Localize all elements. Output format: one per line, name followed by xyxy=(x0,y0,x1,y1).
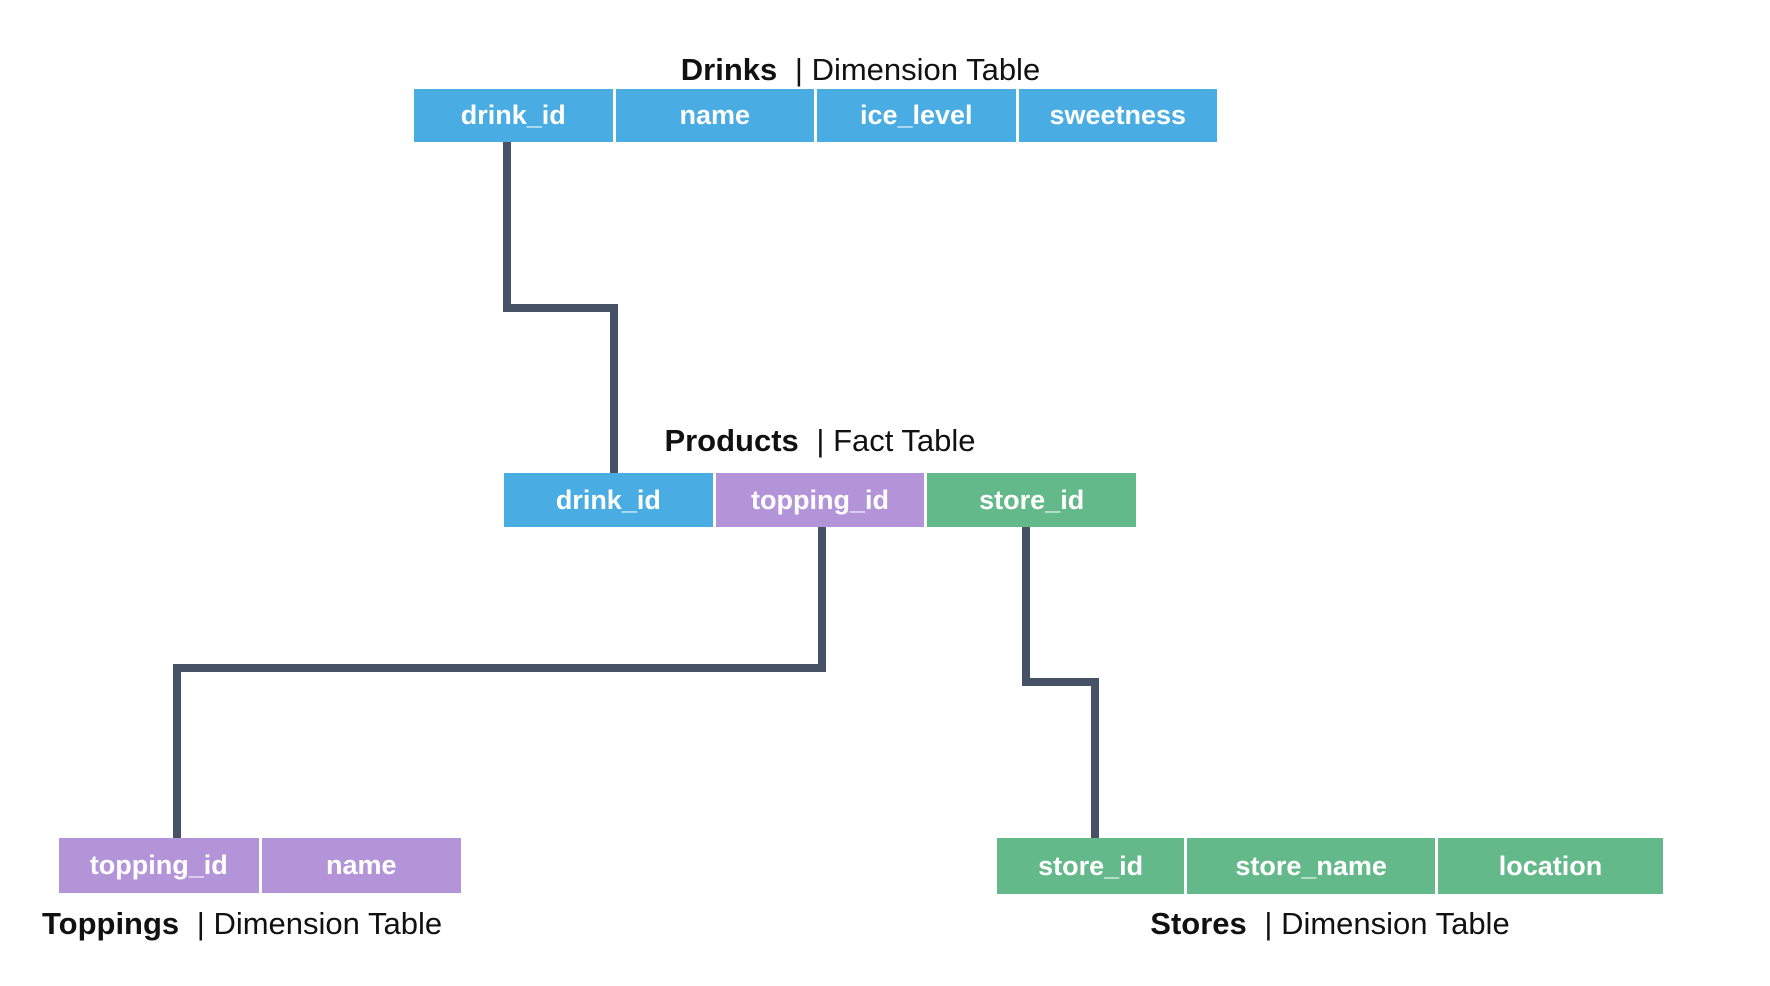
drinks-table-name: Drinks xyxy=(680,52,778,87)
drinks-column-drink_id: drink_id xyxy=(414,89,613,142)
toppings-table-name: Toppings xyxy=(42,906,180,941)
products-table-type: | Fact Table xyxy=(816,423,976,458)
products-table-name: Products xyxy=(664,423,799,458)
connector-products-toppings-vertical-1 xyxy=(818,527,826,672)
stores-table-type: | Dimension Table xyxy=(1264,906,1510,941)
toppings-column-name: name xyxy=(261,838,461,893)
connector-products-toppings-vertical-2 xyxy=(173,664,181,838)
connector-drinks-products-horizontal xyxy=(503,304,618,312)
drinks-column-sweetness: sweetness xyxy=(1018,89,1217,142)
stores-table-title: Stores | Dimension Table xyxy=(997,906,1663,942)
connector-products-stores-horizontal xyxy=(1022,678,1099,686)
products-table-title: Products | Fact Table xyxy=(504,423,1136,459)
toppings-table-type: | Dimension Table xyxy=(196,906,443,941)
products-column-topping_id: topping_id xyxy=(715,473,925,527)
products-column-store_id: store_id xyxy=(927,473,1137,527)
connector-products-stores-vertical-2 xyxy=(1091,678,1099,838)
drinks-table-type: | Dimension Table xyxy=(794,52,1041,87)
stores-column-store_id: store_id xyxy=(997,838,1185,894)
drinks-column-ice_level: ice_level xyxy=(817,89,1016,142)
drinks-column-name: name xyxy=(615,89,814,142)
stores-column-store_name: store_name xyxy=(1187,838,1436,894)
toppings-column-topping_id: topping_id xyxy=(59,838,259,893)
connector-drinks-products-vertical-1 xyxy=(503,142,511,312)
stores-column-location: location xyxy=(1438,838,1663,894)
products-column-drink_id: drink_id xyxy=(504,473,713,527)
drinks-table-title: Drinks | Dimension Table xyxy=(459,52,1262,88)
connector-products-stores-vertical-1 xyxy=(1022,527,1030,686)
connector-products-toppings-horizontal xyxy=(173,664,826,672)
connector-drinks-products-vertical-2 xyxy=(610,304,618,473)
toppings-table-title: Toppings | Dimension Table xyxy=(42,906,642,942)
stores-table-name: Stores xyxy=(1150,906,1247,941)
